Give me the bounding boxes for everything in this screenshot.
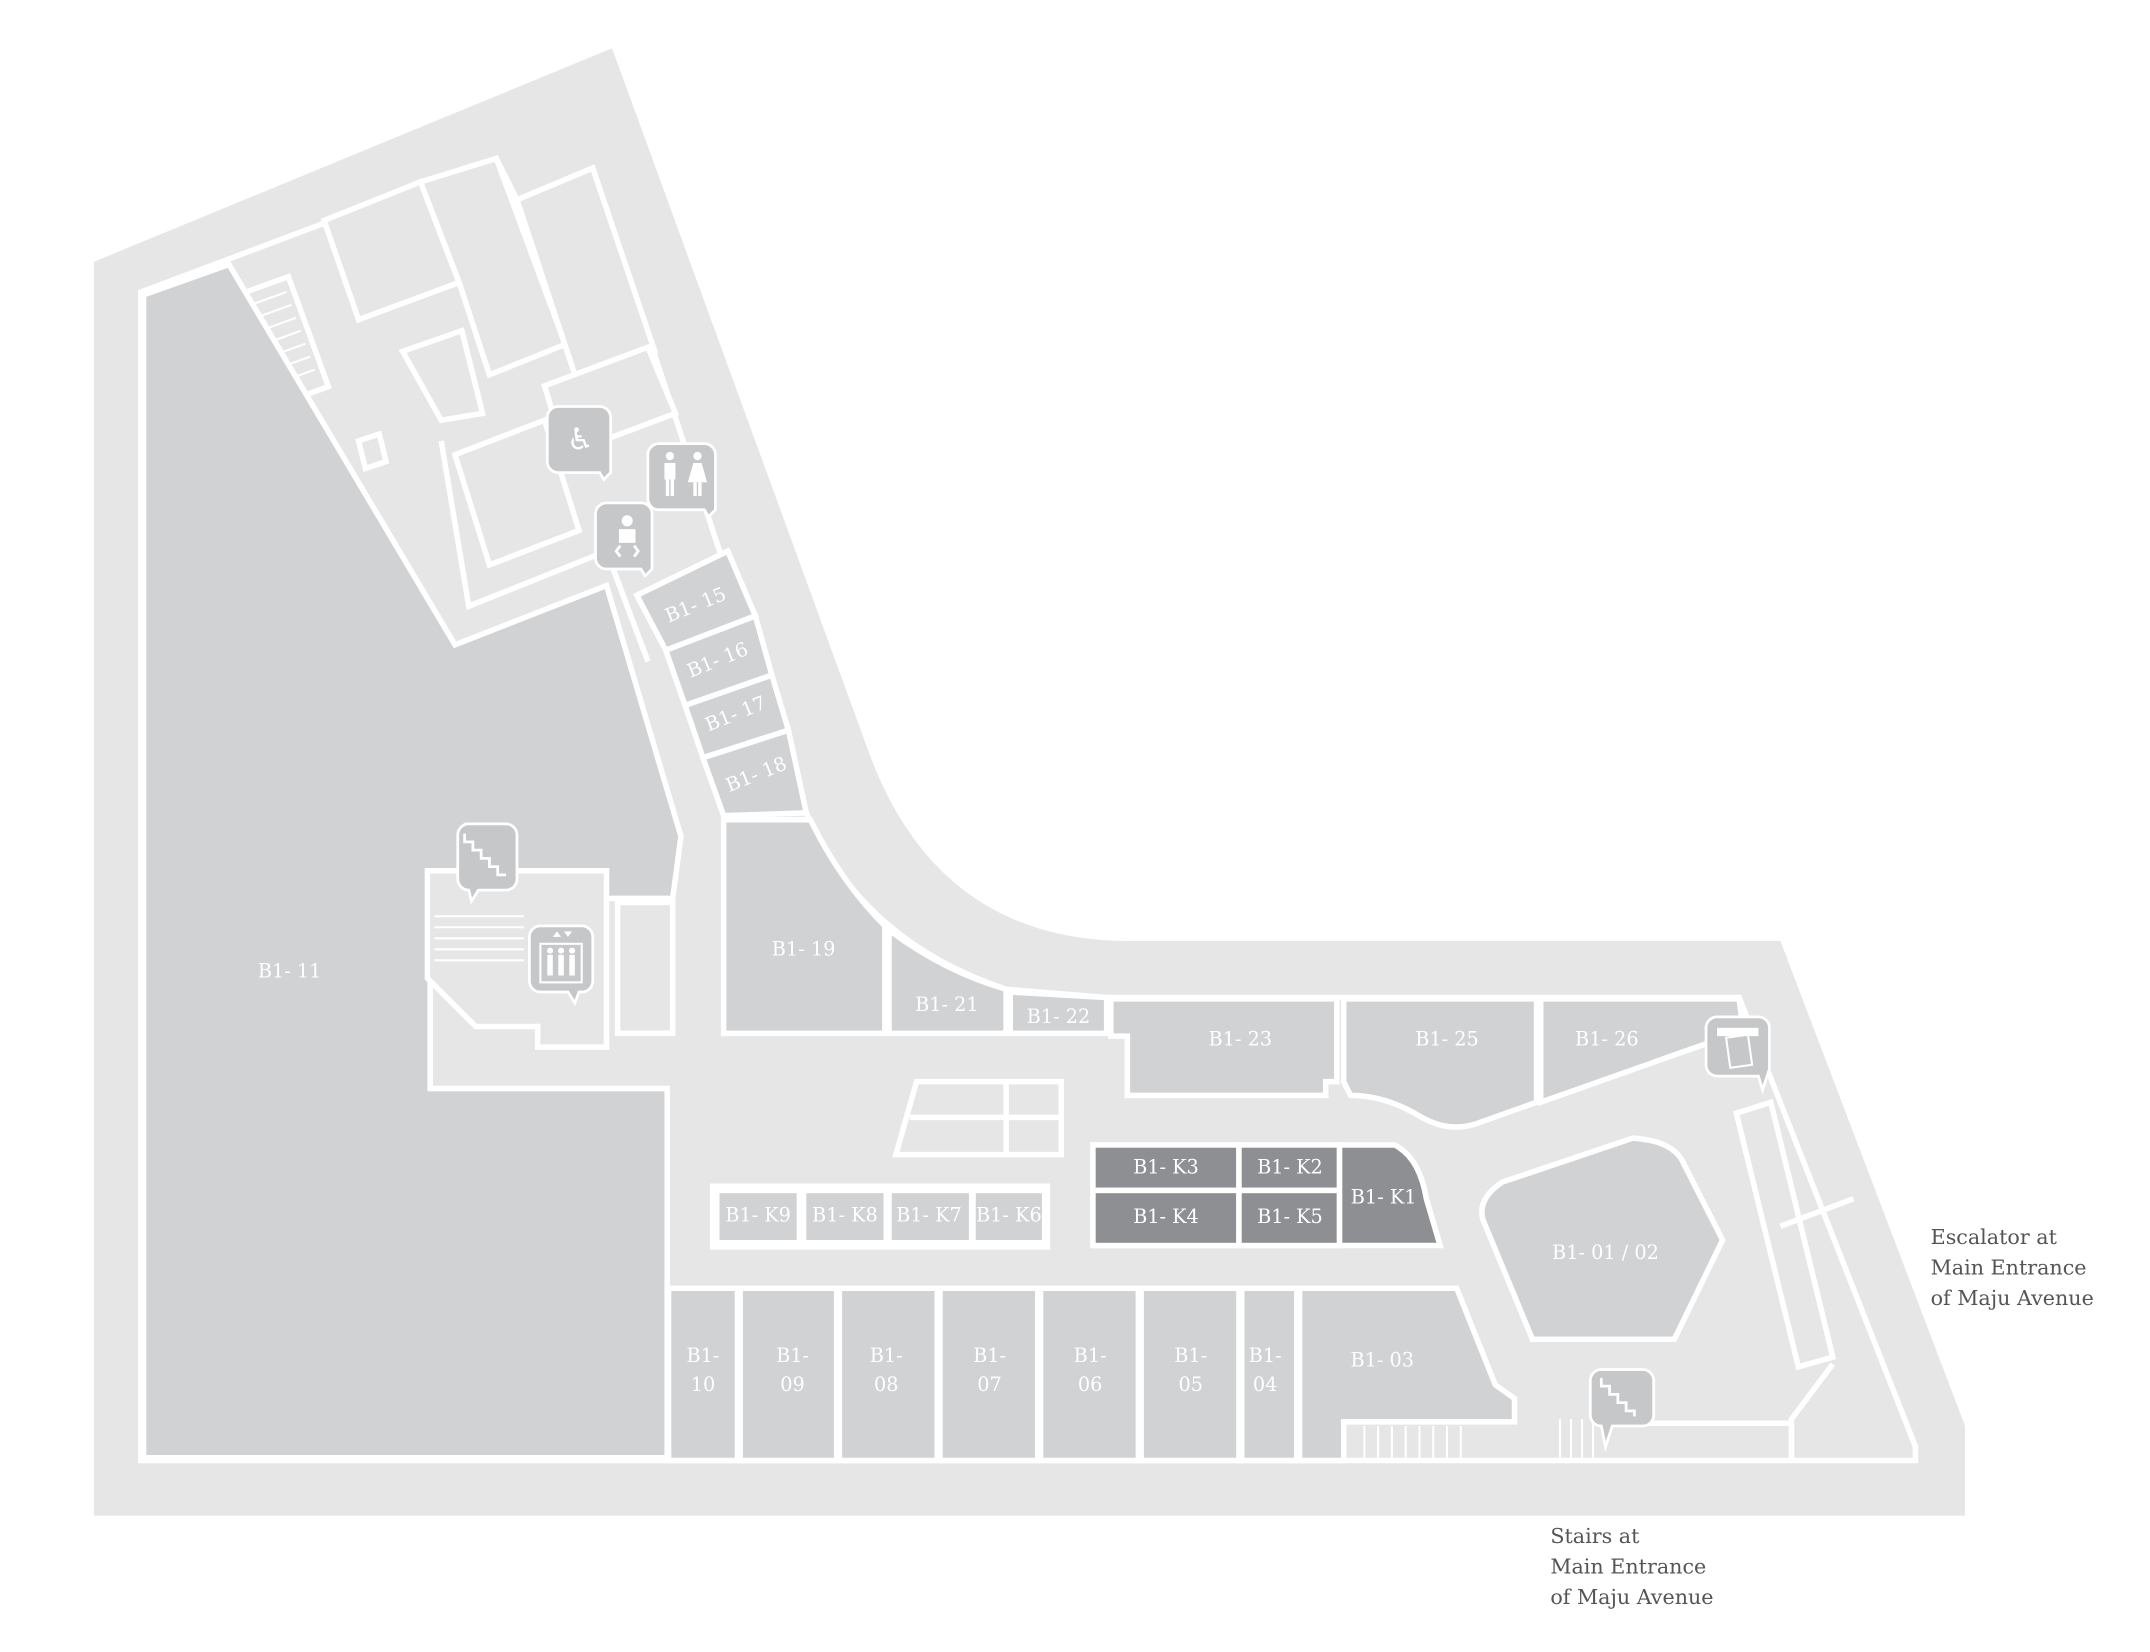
annotation-line: of Maju Avenue (1550, 1585, 1713, 1609)
shop-b1-22[interactable] (1007, 989, 1110, 1037)
shop-label: 08 (874, 1373, 899, 1396)
shop-label: B1- 23 (1209, 1027, 1273, 1050)
annotation-line: of Maju Avenue (1931, 1286, 2094, 1310)
shop-label: B1- (776, 1344, 809, 1367)
shop-label: B1- 03 (1350, 1348, 1414, 1371)
shop-label: B1- (973, 1344, 1006, 1367)
service-rooms (233, 155, 680, 663)
shop-label: B1- (1074, 1344, 1107, 1367)
kiosk-label: B1- K4 (1133, 1205, 1199, 1228)
kiosk-label: B1- K6 (976, 1204, 1042, 1227)
shop-label: 06 (1078, 1373, 1103, 1396)
shop-label: B1- 11 (258, 960, 322, 983)
shop-label: 10 (691, 1373, 716, 1396)
kiosk-label: B1- K7 (896, 1204, 962, 1227)
stairs-icon[interactable] (456, 822, 519, 905)
baby-changing-icon[interactable] (594, 501, 654, 579)
kiosk-b1-k9[interactable] (714, 1187, 803, 1246)
shop-label: B1- 26 (1575, 1027, 1639, 1050)
shop-label: 07 (977, 1373, 1002, 1396)
shop-b1-21[interactable] (886, 924, 1009, 1037)
annotation-line: Escalator at (1931, 1225, 2058, 1249)
shop-b1-05[interactable] (1138, 1285, 1242, 1464)
annotation-line: Stairs at (1550, 1524, 1640, 1548)
shop-b1-04[interactable] (1238, 1285, 1300, 1464)
shop-b1-07[interactable] (937, 1285, 1041, 1464)
main-entrance-stairs (1363, 1419, 1595, 1458)
annotation-line: Main Entrance (1550, 1554, 1706, 1578)
kiosk-label: B1- K8 (812, 1204, 878, 1227)
shop-label: B1- (1174, 1344, 1207, 1367)
kiosk-b1-k3[interactable] (1090, 1142, 1242, 1194)
escalator (892, 1078, 1064, 1158)
shop-label: B1- 21 (915, 993, 979, 1016)
shop-label: B1- 25 (1415, 1027, 1479, 1050)
kiosk-b1-k7[interactable] (886, 1187, 975, 1246)
shop-b1-23[interactable] (1108, 996, 1340, 1099)
shop-b1-19[interactable] (720, 817, 888, 1037)
stairs-annotation: Stairs at Main Entrance of Maju Avenue (1550, 1524, 1713, 1609)
kiosk-b1-k5[interactable] (1236, 1187, 1343, 1249)
shop-label: B1- 22 (1027, 1005, 1091, 1028)
kiosk-b1-k1[interactable] (1336, 1142, 1444, 1249)
shop-label: B1- (870, 1344, 903, 1367)
shop-b1-08[interactable] (836, 1285, 940, 1464)
kiosk-b1-k6[interactable] (970, 1187, 1048, 1246)
shop-b1-10[interactable] (665, 1285, 741, 1464)
escalator-annotation: Escalator at Main Entrance of Maju Avenu… (1931, 1225, 2094, 1310)
shop-label: B1- 01 / 02 (1552, 1241, 1659, 1264)
kiosk-label: B1- K2 (1257, 1155, 1323, 1178)
restroom-icon[interactable] (646, 442, 717, 519)
kiosk-label: B1- K1 (1351, 1186, 1417, 1209)
shop-label: 09 (780, 1373, 805, 1396)
kiosk-label: B1- K3 (1133, 1155, 1199, 1178)
male-figure-icon (664, 451, 676, 497)
atm-icon[interactable] (1704, 1015, 1771, 1095)
shop-b1-03[interactable] (1296, 1285, 1518, 1464)
shop-b1-25[interactable] (1340, 996, 1540, 1130)
female-figure-icon (687, 451, 708, 497)
annotation-line: Main Entrance (1931, 1255, 2087, 1279)
svg-text:♿: ♿ (567, 422, 594, 457)
shop-b1-01-02[interactable] (1479, 1135, 1726, 1342)
shop-b1-18[interactable] (699, 726, 810, 819)
core-lift-stairs (424, 868, 676, 1050)
kiosk-b1-k4[interactable] (1090, 1187, 1242, 1249)
shop-label: B1- 19 (772, 938, 836, 961)
shop-label: 05 (1178, 1373, 1203, 1396)
shop-label: 04 (1253, 1373, 1278, 1396)
lift-icon[interactable] (528, 924, 595, 1007)
stairs-icon[interactable] (1588, 1368, 1656, 1453)
kiosk-label: B1- K5 (1257, 1205, 1323, 1228)
wheelchair-access-icon[interactable]: ♿ (545, 405, 613, 482)
shop-label: B1- (1249, 1344, 1282, 1367)
kiosk-label: B1- K9 (725, 1204, 791, 1227)
shop-b1-06[interactable] (1037, 1285, 1142, 1464)
shop-label: B1- (687, 1344, 720, 1367)
